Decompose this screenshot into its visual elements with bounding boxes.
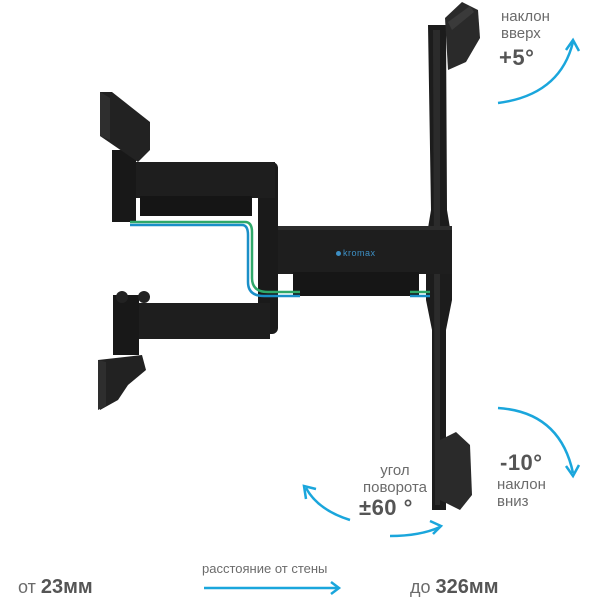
distance-from: от 23мм [18, 576, 93, 599]
logo-dot-icon [336, 251, 341, 256]
swivel-label-line1: угол [380, 462, 410, 479]
swivel-arrows-icon [302, 484, 444, 538]
arrow-curve-down-icon [497, 406, 581, 479]
brand-logo: kromax [336, 248, 376, 258]
swivel-label-line2: поворота [362, 479, 427, 496]
distance-to-prefix: до [410, 577, 431, 597]
mount-lower-arm [98, 291, 270, 410]
arrow-curve-up-icon [497, 37, 581, 105]
distance-caption: расстояние от стены [202, 561, 328, 576]
tilt-up-label: наклон вверх [501, 8, 550, 42]
swivel-value: ±60 ° [359, 495, 413, 520]
tilt-up-label-line2: вверх [501, 25, 541, 42]
tilt-up-value: +5° [499, 45, 535, 70]
cables [130, 220, 430, 298]
distance-to: до 326мм [410, 576, 499, 599]
distance-to-value: 326мм [435, 576, 499, 598]
mount-upper-arm [100, 92, 275, 222]
distance-from-value: 23мм [40, 576, 93, 598]
tilt-down-value: -10° [500, 450, 543, 475]
arrow-right-icon [204, 581, 342, 595]
tilt-down-label-line2: вниз [497, 493, 529, 510]
tilt-down-label: наклон вниз [497, 476, 546, 510]
distance-from-prefix: от [18, 577, 36, 597]
swivel-label: угол поворота [360, 462, 430, 496]
tilt-down-label-line1: наклон [497, 476, 546, 493]
mount-middle-arm [270, 226, 452, 296]
tilt-up-label-line1: наклон [501, 8, 550, 25]
